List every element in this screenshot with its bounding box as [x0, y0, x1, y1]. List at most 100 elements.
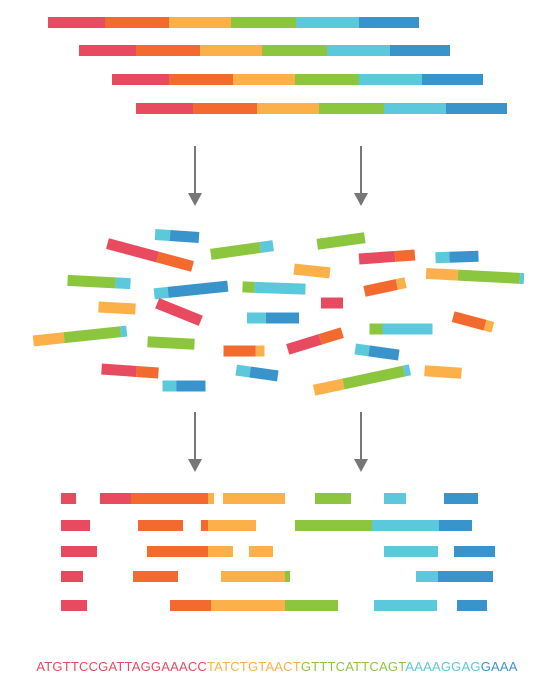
fragment-segment: [98, 301, 136, 315]
aligned-read-segment: [61, 571, 83, 582]
aligned-read-segment: [457, 600, 487, 611]
dna-fragment: [425, 267, 525, 285]
fragment-segment: [519, 272, 525, 285]
aligned-read-segment: [454, 546, 495, 557]
strand-segment: [257, 103, 319, 114]
strand-segment: [422, 74, 483, 85]
aligned-read-segment: [221, 571, 285, 582]
aligned-read-segment: [372, 520, 439, 531]
fragment-segment: [424, 365, 462, 379]
strand-segment: [79, 45, 136, 56]
full-strands-group: [48, 17, 507, 114]
strand-segment: [359, 74, 422, 85]
fragment-segment: [382, 323, 433, 335]
aligned-read-segment: [416, 571, 438, 582]
strand-segment: [193, 103, 257, 114]
aligned-read-segment: [133, 571, 178, 582]
strand-segment: [136, 103, 193, 114]
strand-segment: [262, 45, 327, 56]
aligned-reads-group: [61, 493, 495, 611]
fragment-segment: [249, 366, 279, 382]
fragment-segment: [457, 269, 521, 284]
aligned-read-segment: [285, 571, 290, 582]
fragment-segment: [223, 345, 256, 357]
strand-segment: [233, 74, 295, 85]
aligned-read-segment: [444, 493, 478, 504]
dna-fragment: [210, 240, 274, 260]
dna-fragment: [223, 345, 265, 357]
dna-fragment: [154, 228, 200, 244]
fragment-segment: [147, 336, 195, 350]
strand-segment: [105, 17, 169, 28]
fragment-segment: [154, 228, 171, 241]
sequence-segment: AAAAGGAG: [405, 659, 481, 674]
fragment-segment: [342, 365, 406, 390]
dna-fragment: [354, 343, 400, 361]
fragment-segment: [369, 323, 383, 335]
sequence-segment: GAAA: [480, 659, 518, 674]
dna-fragment: [358, 249, 416, 265]
aligned-read-segment: [61, 546, 97, 557]
aligned-read-segment: [211, 600, 285, 611]
strand-segment: [136, 45, 200, 56]
sequence-segment: ATGTTCCGATTAGGAAACC: [36, 659, 207, 674]
dna-fragment: [435, 250, 479, 264]
aligned-read-segment: [285, 600, 338, 611]
fragment-segment: [395, 277, 407, 290]
fragment-segment: [286, 334, 322, 355]
fragment-segment: [483, 319, 495, 333]
dna-fragment: [32, 325, 128, 347]
strand-segment: [295, 74, 359, 85]
fragment-segment: [394, 249, 416, 262]
fragment-segment: [153, 286, 169, 300]
dna-fragment: [316, 232, 366, 250]
fragment-segment: [316, 232, 366, 250]
fragment-segment: [162, 380, 177, 392]
fragment-segment: [368, 345, 400, 361]
fragment-segment: [242, 281, 255, 293]
fragment-segment: [67, 274, 116, 289]
aligned-read-segment: [439, 520, 472, 531]
dna-fragment: [293, 263, 331, 279]
dna-fragment: [153, 280, 229, 300]
aligned-read-segment: [223, 493, 285, 504]
sequence-segment: GTTTCATTCAGT: [300, 659, 406, 674]
aligned-read-segment: [100, 493, 131, 504]
fragment-segment: [63, 326, 122, 344]
dna-fragment: [162, 380, 206, 392]
fragment-segment: [210, 241, 262, 260]
fragment-segment: [354, 343, 370, 357]
aligned-read-segment: [147, 546, 208, 557]
aligned-read-segment: [170, 600, 211, 611]
aligned-read-segment: [374, 600, 437, 611]
dna-fragment: [247, 312, 299, 324]
strand-segment: [296, 17, 359, 28]
down-arrow-icon: [354, 412, 368, 472]
dna-fragment: [67, 274, 131, 290]
aligned-read-segment: [138, 520, 183, 531]
dna-fragment: [451, 311, 495, 333]
strand-segment: [390, 45, 450, 56]
fragment-segment: [425, 267, 459, 281]
aligned-read-segment: [61, 600, 87, 611]
fragment-segment: [435, 251, 450, 264]
aligned-read-segment: [249, 546, 273, 557]
down-arrow-icon: [188, 146, 202, 206]
strand-segment: [327, 45, 390, 56]
dna-fragment: [424, 365, 462, 379]
fragment-segment: [449, 250, 479, 263]
strand-segment: [446, 103, 507, 114]
strand-segment: [200, 45, 262, 56]
fragment-segment: [120, 325, 128, 338]
aligned-read-segment: [208, 520, 256, 531]
aligned-read-segment: [208, 493, 214, 504]
sequence-segment: TATCTGTAACT: [207, 659, 301, 674]
dna-fragment: [147, 336, 195, 350]
down-arrow-icon: [188, 412, 202, 472]
strand-segment: [231, 17, 296, 28]
fragments-group: [32, 228, 525, 396]
aligned-read-segment: [131, 493, 208, 504]
down-arrow-icon: [354, 146, 368, 206]
dna-fragment: [363, 277, 407, 297]
fragment-segment: [321, 297, 343, 309]
